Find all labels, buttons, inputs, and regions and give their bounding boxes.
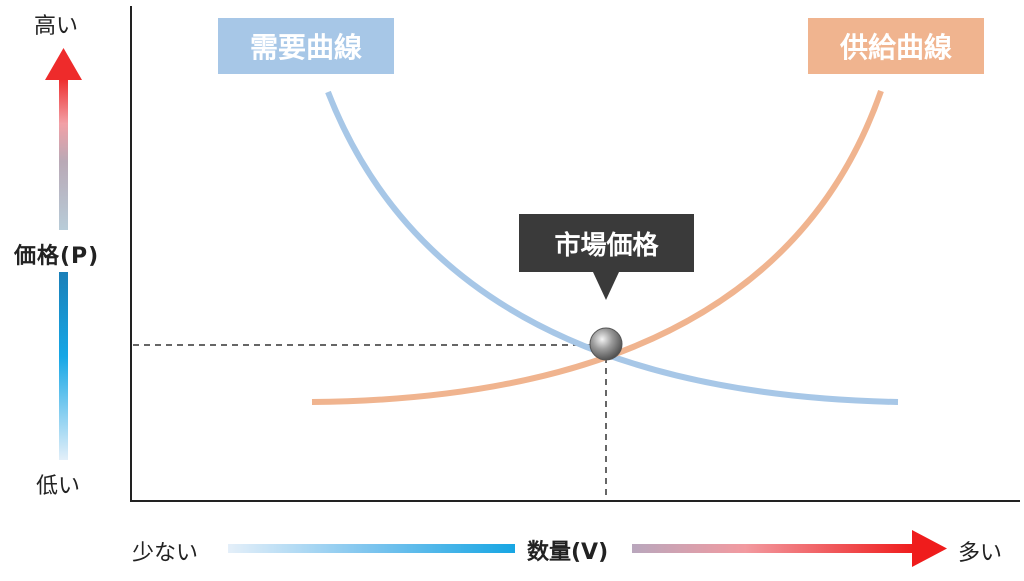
- y-high-label: 高い: [34, 14, 79, 39]
- supply-curve-label: 供給曲線: [808, 18, 984, 74]
- demand-curve: [325, 90, 899, 405]
- y-axis-title: 価格(P): [14, 244, 100, 269]
- x-axis-title: 数量(V): [527, 540, 609, 565]
- x-arrow-head-icon: [912, 530, 947, 567]
- x-arrow-left-bar: [228, 544, 515, 553]
- market-price-label: 市場価格: [519, 214, 694, 272]
- y-arrow-upper-bar: [59, 78, 68, 230]
- y-arrow-lower-bar: [59, 272, 68, 460]
- x-few-label: 少ない: [132, 541, 199, 566]
- x-arrow-right-bar: [632, 544, 914, 553]
- y-arrow-head-icon: [45, 48, 82, 80]
- x-many-label: 多い: [958, 541, 1003, 566]
- y-low-label: 低い: [36, 474, 81, 499]
- demand-curve-label: 需要曲線: [218, 18, 394, 74]
- equilibrium-point: [589, 327, 623, 361]
- market-price-pointer-icon: [593, 272, 619, 300]
- supply-curve: [311, 90, 884, 405]
